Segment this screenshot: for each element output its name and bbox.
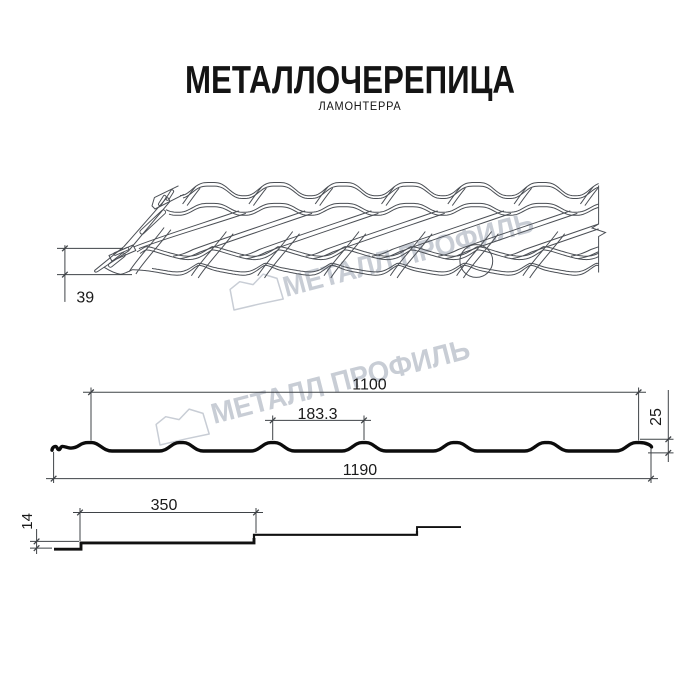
svg-text:25: 25	[648, 408, 665, 426]
svg-text:350: 350	[151, 497, 178, 514]
svg-text:14: 14	[19, 513, 36, 530]
svg-text:МЕТАЛЛОЧЕРЕПИЦА: МЕТАЛЛОЧЕРЕПИЦА	[185, 59, 515, 102]
svg-text:ЛАМОНТЕРРА: ЛАМОНТЕРРА	[319, 101, 402, 113]
svg-text:39: 39	[76, 290, 94, 307]
svg-text:183.3: 183.3	[297, 406, 337, 423]
svg-text:1190: 1190	[343, 462, 378, 479]
svg-text:1100: 1100	[352, 377, 387, 394]
